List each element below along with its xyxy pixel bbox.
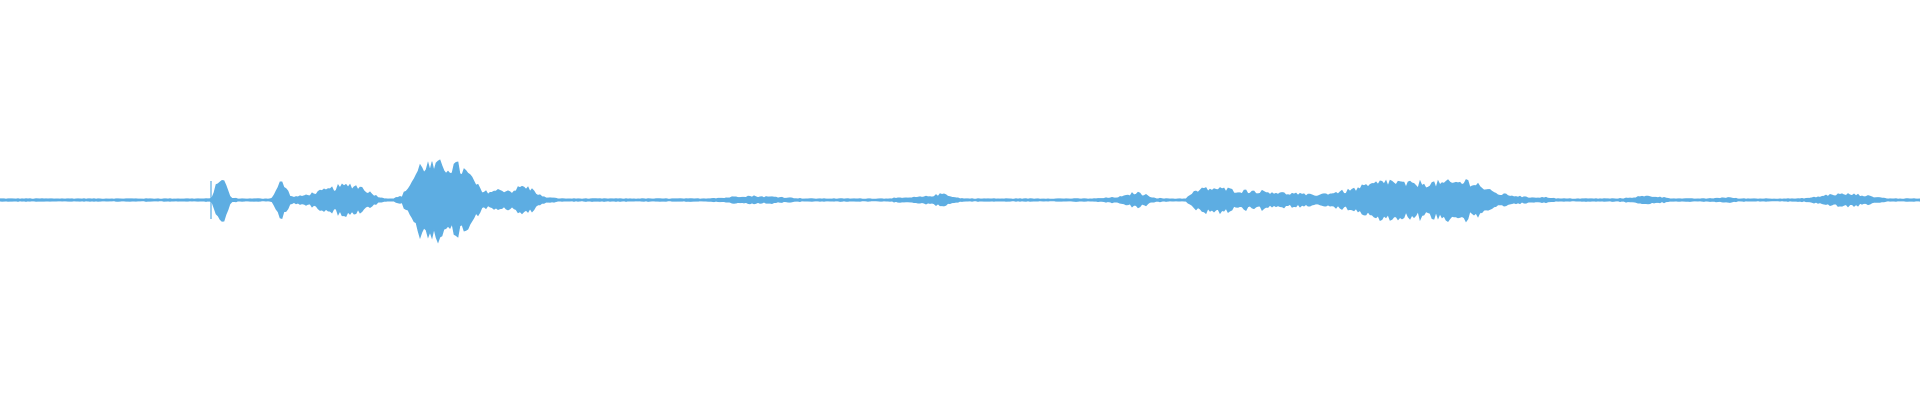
waveform-shape — [0, 159, 1920, 244]
